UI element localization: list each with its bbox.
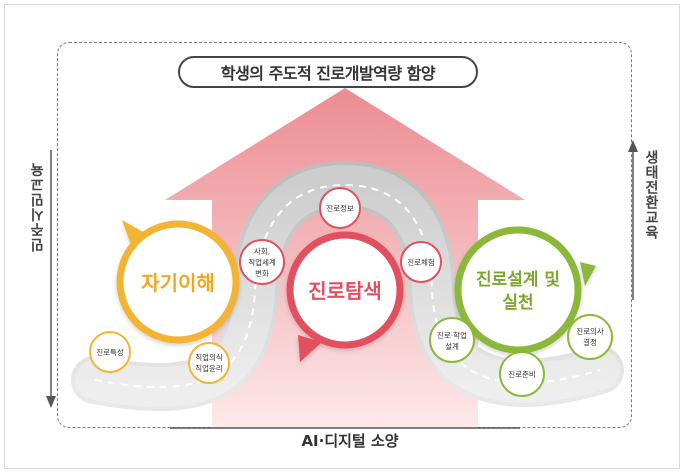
self-understanding-circle: [116, 220, 240, 344]
left-axis-label: 민주시민교육: [30, 162, 46, 252]
ethics-label-line1: 직업의식: [195, 352, 223, 362]
top-banner: 학생의 주도적 진로개발역량 함양: [178, 56, 478, 88]
decision-circle: [567, 314, 613, 360]
career-study-label-line1: 진로·학업: [437, 330, 467, 340]
design-circle: [454, 226, 596, 354]
outer-frame: [4, 4, 680, 469]
career-study-label-line2: 설계: [445, 341, 459, 351]
ethics-label-line2: 직업윤리: [195, 363, 223, 373]
traits-circle: [89, 331, 131, 373]
society-label-line1: 사회,: [254, 247, 270, 256]
exploration-circle: [286, 231, 404, 362]
decision-label-line2: 결정: [583, 337, 597, 347]
ethics-circle: [188, 342, 230, 384]
info-label: 진로정보: [326, 203, 354, 213]
preparation-label: 진로준비: [508, 369, 536, 379]
right-axis-arrowhead: [628, 140, 638, 152]
road-centerline: [94, 183, 601, 389]
traits-label: 진로특성: [96, 347, 124, 357]
society-label-line3: 변화: [255, 269, 269, 278]
preparation-circle: [499, 351, 545, 397]
design-label-line2: 실천: [502, 293, 533, 313]
society-label-line2: 직업세계: [248, 257, 276, 267]
society-circle: [239, 239, 285, 285]
bottom-axis-label: AI·디지털 소양: [290, 430, 410, 451]
left-axis-arrowhead: [46, 396, 56, 408]
self-understanding-label: 자기이해: [141, 271, 215, 295]
right-axis-label: 생태전환교육: [643, 150, 659, 240]
design-label-line1: 진로설계 및: [476, 270, 560, 290]
decision-label-line1: 진로의사: [576, 326, 604, 336]
experience-circle: [400, 241, 442, 283]
info-circle: [319, 187, 361, 229]
experience-label: 진로체험: [407, 257, 435, 267]
exploration-label: 진로탐색: [308, 279, 382, 303]
career-study-circle: [429, 317, 475, 363]
